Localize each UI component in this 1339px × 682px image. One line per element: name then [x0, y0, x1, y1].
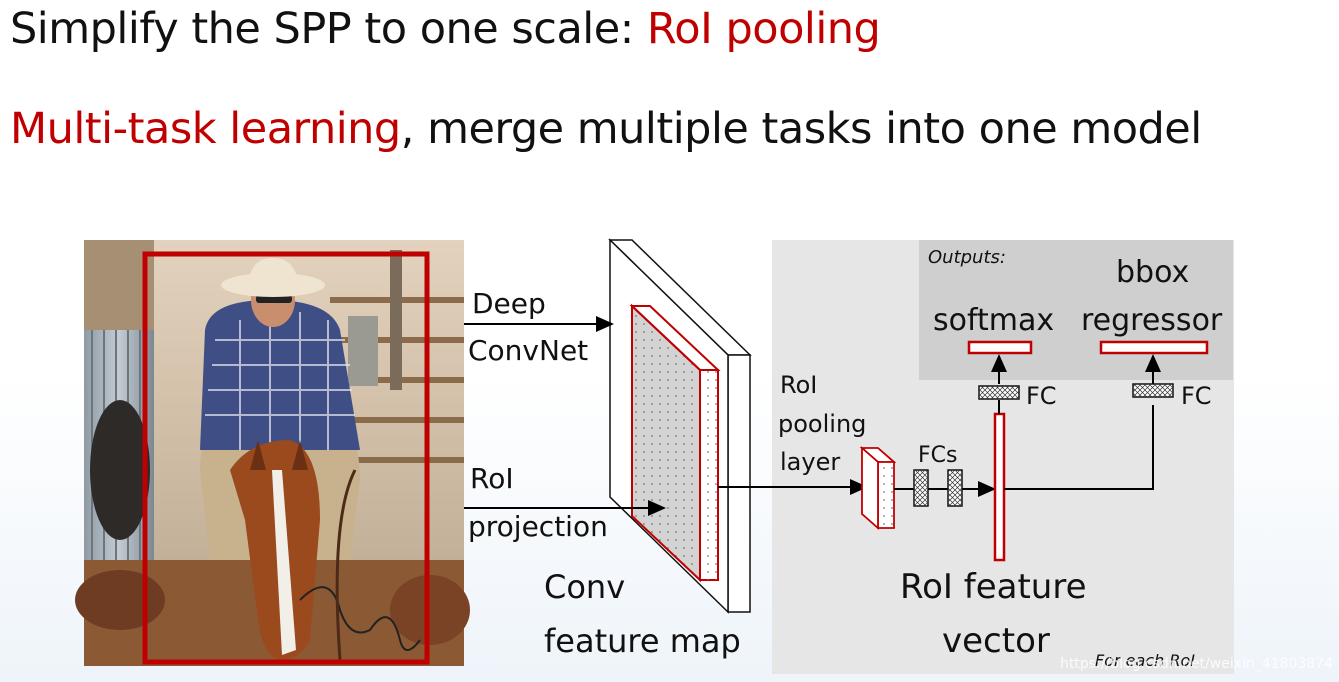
roi-pooling-box [859, 446, 897, 530]
headline2-suffix: , merge multiple tasks into one model [400, 104, 1202, 154]
label-vector: vector [942, 621, 1050, 661]
label-pool-layer: layer [780, 448, 840, 476]
roi-feature-vector-bar [993, 412, 1006, 562]
headline-multitask: Multi-task learning, merge multiple task… [10, 104, 1202, 154]
label-roi: RoI [470, 462, 514, 495]
label-regressor: regressor [1081, 303, 1223, 338]
label-conv: Conv [544, 568, 625, 606]
bbox-output-bar [1099, 340, 1209, 355]
label-projection: projection [468, 510, 608, 543]
softmax-output-bar [967, 340, 1033, 355]
headline-roi-pooling: Simplify the SPP to one scale: RoI pooli… [10, 4, 881, 54]
label-fcs: FCs [918, 443, 957, 468]
watermark: https://blog.csdn.net/weixin_41803874 [1060, 656, 1333, 672]
label-fc-right: FC [1181, 382, 1212, 410]
label-pool-roi: RoI [780, 371, 817, 399]
label-outputs: Outputs: [928, 247, 1006, 268]
headline2-highlight: Multi-task learning [10, 104, 401, 154]
label-pool-pooling: pooling [778, 410, 866, 438]
label-roi-feature: RoI feature [900, 567, 1087, 607]
outputs-panel [919, 240, 1233, 380]
label-fc-left: FC [1026, 382, 1057, 410]
bbox-branch-line [1004, 405, 1154, 490]
label-bbox: bbox [1116, 255, 1189, 290]
conv-feature-map-slab [608, 238, 752, 614]
label-convnet: ConvNet [468, 334, 588, 367]
label-for-each-roi: For each RoI [1095, 651, 1195, 670]
label-softmax: softmax [933, 303, 1054, 338]
label-deep: Deep [472, 287, 546, 320]
label-feature-map: feature map [544, 622, 741, 660]
headline1-prefix: Simplify the SPP to one scale: [10, 4, 647, 54]
headline1-highlight: RoI pooling [646, 4, 881, 54]
input-photo [75, 240, 470, 666]
